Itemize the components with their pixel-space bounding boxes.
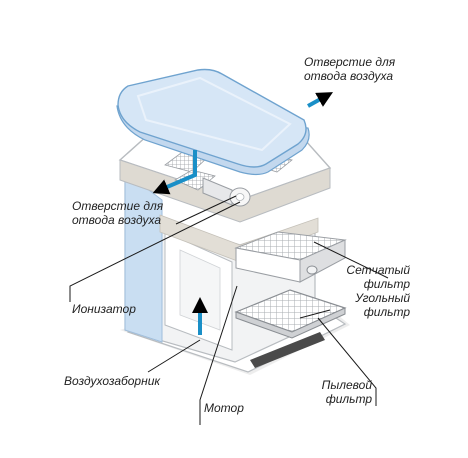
airflow-arrow-outlet-top xyxy=(307,92,333,108)
base-foot-dark xyxy=(250,332,325,368)
leader-mesh-filter xyxy=(313,241,389,279)
airflow-arrows xyxy=(152,92,333,335)
ionizer-tip xyxy=(235,193,245,201)
label-motor: Мотор xyxy=(204,401,244,415)
leader-air-outlet-mid xyxy=(175,195,237,225)
leader-ionizer xyxy=(69,201,241,302)
leader-motor xyxy=(199,285,238,425)
label-mesh-filter-line2: фильтр xyxy=(363,277,410,291)
drawer-knob xyxy=(306,265,318,275)
leader-dust-filter xyxy=(317,317,377,406)
label-carbon-filter-line2: фильтр xyxy=(363,305,410,319)
label-air-outlet-mid-line1: Отверстие для xyxy=(72,199,164,213)
label-mesh-filter-line1: Сетчатый xyxy=(346,263,410,277)
leader-intake xyxy=(147,339,201,373)
lid-highlight xyxy=(136,76,292,152)
label-air-outlet-top: Отверстие для отвода воздуха xyxy=(304,55,395,83)
body-front-inner xyxy=(179,249,221,331)
leader-lines xyxy=(69,195,389,425)
carbon-filter-edge xyxy=(235,307,346,339)
label-ionizer: Ионизатор xyxy=(72,302,136,316)
leader-carbon-filter xyxy=(299,309,331,319)
label-air-outlet-mid: Отверстие для отвода воздуха xyxy=(72,199,163,227)
label-mesh-filter: Сетчатый фильтр xyxy=(324,263,410,291)
label-carbon-filter-line1: Угольный xyxy=(355,291,410,305)
label-dust-filter-line1: Пылевой xyxy=(321,378,372,392)
grille-left-2 xyxy=(174,169,216,191)
ionizer-cylinder xyxy=(202,177,233,206)
label-air-outlet-top-line1: Отверстие для xyxy=(304,55,396,69)
label-air-outlet-mid-line2: отвода воздуха xyxy=(72,213,162,227)
label-dust-filter-line2: фильтр xyxy=(325,392,372,406)
lid-top xyxy=(117,68,307,168)
airflow-arrow-inner-down xyxy=(152,150,197,195)
side-panel xyxy=(124,170,163,343)
label-carbon-filter: Угольный фильтр xyxy=(324,291,410,319)
label-air-intake: Воздухозаборник xyxy=(64,374,161,388)
label-air-outlet-top-line2: отвода воздуха xyxy=(304,69,394,83)
label-dust-filter: Пылевой фильтр xyxy=(290,378,372,406)
